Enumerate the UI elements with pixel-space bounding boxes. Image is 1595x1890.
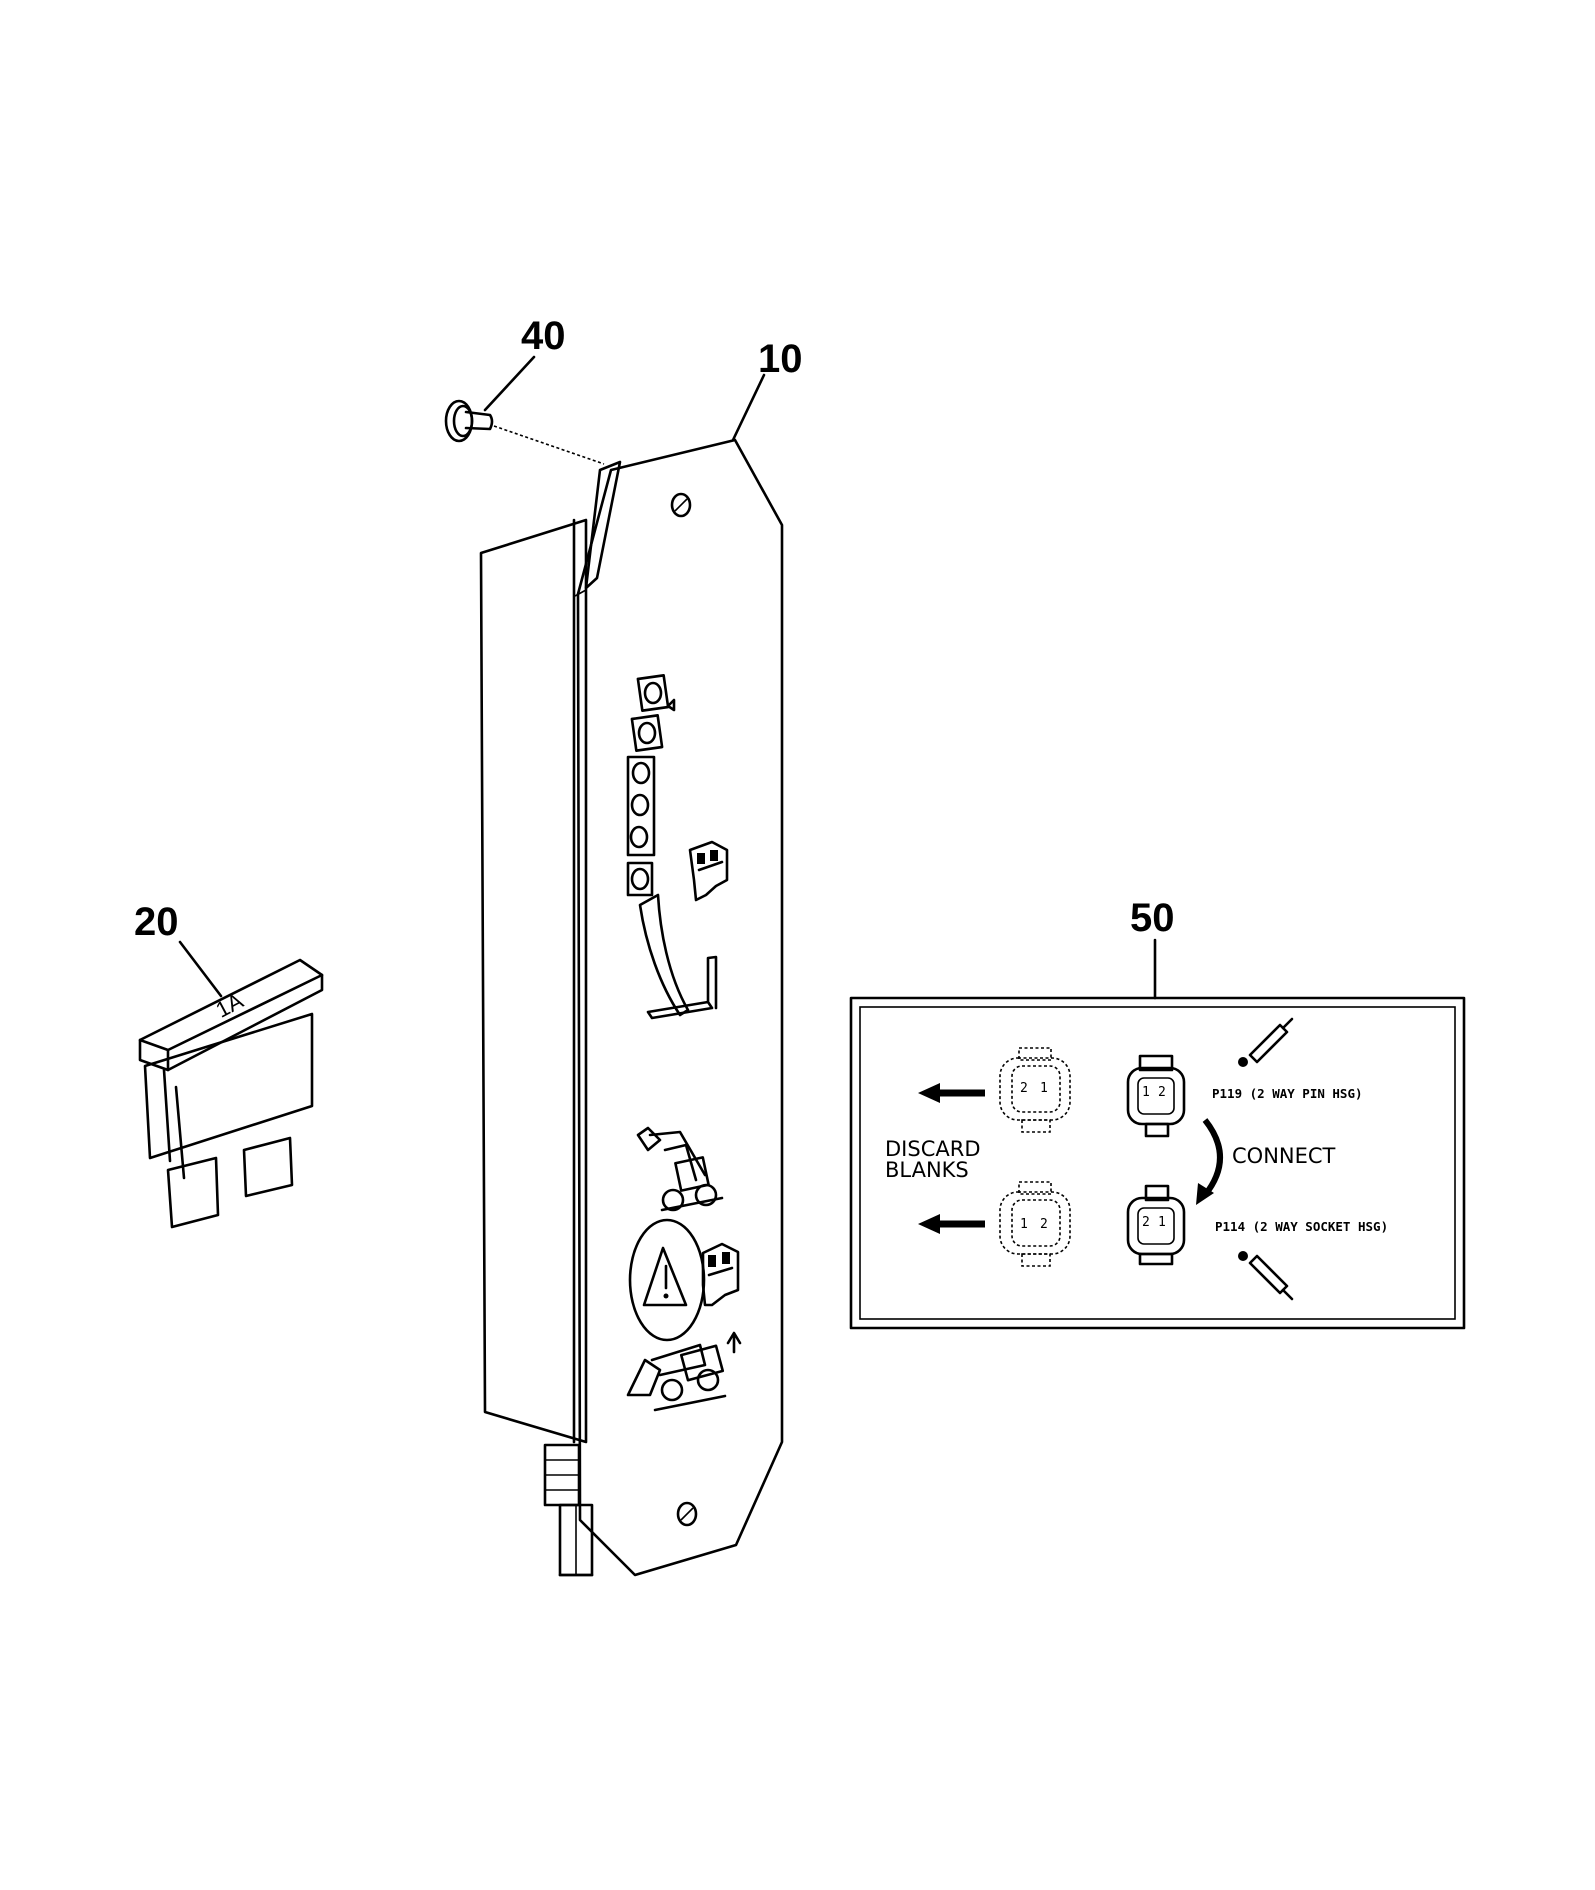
callout-50: 50 — [1130, 896, 1175, 1000]
connect-label: CONNECT — [1232, 1144, 1336, 1168]
discard-label-line2: BLANKS — [885, 1158, 969, 1182]
telehandler-lift-icon — [636, 1126, 724, 1212]
connect-arrow — [1196, 1118, 1223, 1205]
p119-label: P119 (2 WAY PIN HSG) — [1212, 1086, 1363, 1101]
decal-inner-frame — [859, 1006, 1456, 1320]
blank-connector-top: 2 1 — [999, 1047, 1071, 1133]
decal-part-50: 2 1 1 2 1 2 2 1 — [849, 996, 1466, 1330]
p114-connector: 2 1 — [1126, 1184, 1186, 1266]
callout-10: 10 — [731, 337, 803, 442]
fuse-rating-label: 1A — [212, 988, 248, 1023]
probe-top-icon — [1238, 1017, 1294, 1067]
panel-flange — [584, 460, 622, 590]
panel-face-plate — [576, 438, 784, 1577]
blank-top-pin-a: 2 — [1020, 1081, 1028, 1096]
callout-20-label: 20 — [134, 900, 179, 944]
discard-arrow-top — [918, 1083, 985, 1103]
callout-40: 40 — [483, 314, 566, 412]
panel-housing — [479, 518, 588, 1444]
led-indicator-column — [626, 674, 718, 1020]
screw-hole-top — [670, 492, 692, 518]
blank-connector-bottom: 1 2 — [999, 1181, 1071, 1267]
indicator-panel-part-10 — [479, 438, 784, 1577]
cab-icon — [688, 840, 729, 902]
callout-50-label: 50 — [1130, 896, 1175, 940]
p119-pin-2: 2 — [1158, 1085, 1166, 1100]
probe-bottom-icon — [1238, 1251, 1294, 1301]
callout-40-label: 40 — [521, 314, 566, 358]
blank-top-pin-b: 1 — [1040, 1081, 1048, 1096]
blank-bottom-pin-b: 2 — [1040, 1217, 1048, 1232]
p114-pin-2: 2 — [1142, 1215, 1150, 1230]
blank-bottom-pin-a: 1 — [1020, 1217, 1028, 1232]
cab-icon-lower — [701, 1242, 740, 1307]
screw-hole-bottom — [676, 1501, 698, 1527]
cable-gland — [543, 1443, 594, 1577]
p114-label: P114 (2 WAY SOCKET HSG) — [1215, 1219, 1388, 1234]
fuse-part-20: 1A — [138, 958, 324, 1229]
p119-pin-1: 1 — [1142, 1085, 1150, 1100]
p114-pin-1: 1 — [1158, 1215, 1166, 1230]
telehandler-tip-icon — [626, 1331, 742, 1412]
warning-oval-icon — [628, 1218, 706, 1342]
discard-label-line1: DISCARD — [885, 1137, 980, 1161]
screw-part-40 — [444, 399, 605, 465]
callout-10-label: 10 — [758, 337, 803, 381]
discard-arrow-bottom — [918, 1214, 985, 1234]
callout-20: 20 — [134, 900, 223, 998]
decal-outer-frame — [849, 996, 1466, 1330]
p119-connector: 1 2 — [1126, 1054, 1186, 1138]
